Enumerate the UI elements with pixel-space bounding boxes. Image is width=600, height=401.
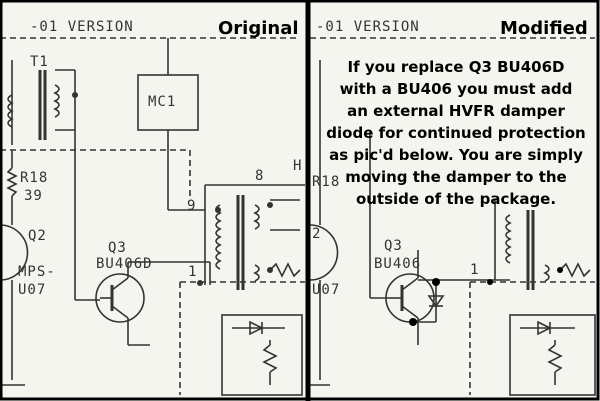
q2-label: Q2 xyxy=(28,228,47,244)
q2-part-line2: U07 xyxy=(312,282,341,298)
version-label: -01 VERSION xyxy=(30,19,134,35)
q2-part-line1: MPS- xyxy=(18,264,56,280)
note-line: outside of the package. xyxy=(355,190,557,208)
t1-label: T1 xyxy=(30,54,49,70)
pin9-label: 9 xyxy=(187,198,197,214)
edge-h-label: H xyxy=(293,158,303,174)
r18-label: R18 xyxy=(20,170,49,186)
note-line: If you replace Q3 BU406D xyxy=(347,58,565,76)
note-line: with a BU406 you must add xyxy=(339,80,573,98)
modified-panel: -01 VERSION Modified If you replace Q3 B… xyxy=(310,0,600,401)
note-line: an external HVFR damper xyxy=(347,102,565,120)
q3-part-label: BU406 xyxy=(374,256,422,272)
q3-label: Q3 xyxy=(384,238,403,254)
pin1-label: 1 xyxy=(470,262,480,278)
note-line: diode for continued protection xyxy=(326,124,586,142)
modified-heading: Modified xyxy=(500,18,588,39)
mc1-label: MC1 xyxy=(148,94,177,110)
pin8-label: 8 xyxy=(255,168,265,184)
pin2-label: 2 xyxy=(312,226,322,242)
q3-part-label: BU406D xyxy=(96,256,153,272)
original-panel: -01 VERSION Original T1 MC1 R18 39 Q2 MP… xyxy=(0,18,305,396)
q2-part-line2: U07 xyxy=(18,282,47,298)
modification-note: If you replace Q3 BU406D with a BU406 yo… xyxy=(318,56,594,210)
original-heading: Original xyxy=(218,18,299,39)
q3-label: Q3 xyxy=(108,240,127,256)
pin1-label: 1 xyxy=(188,264,198,280)
note-line: moving the damper to the xyxy=(345,168,567,186)
note-line: as pic'd below. You are simply xyxy=(329,146,583,164)
r18-value: 39 xyxy=(24,188,43,204)
version-label: -01 VERSION xyxy=(316,19,420,35)
r18-label: R18 xyxy=(312,174,341,190)
